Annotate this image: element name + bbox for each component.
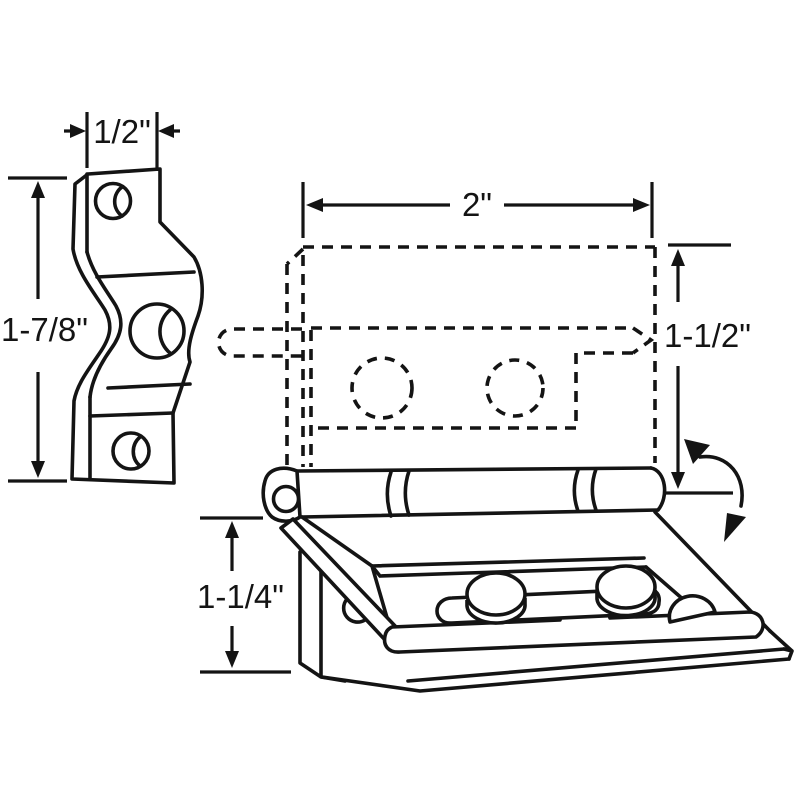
cap-lines xyxy=(8,176,67,483)
rivet-right-dome xyxy=(595,564,657,610)
arrowhead-down-icon xyxy=(225,651,239,668)
dimension-bracket-width: 1/2" xyxy=(64,112,180,168)
plate-plan-view-dashed xyxy=(216,245,657,467)
arrowhead-up-icon xyxy=(31,181,45,198)
pivot-hole xyxy=(271,484,301,514)
dim-label-plate-height: 1-1/2" xyxy=(664,317,751,354)
arrowhead-left-icon xyxy=(306,198,323,212)
arrowhead-up-icon xyxy=(225,521,239,538)
dimension-mount-height: 1-1/4" xyxy=(197,516,291,674)
barrel-bottom-edge xyxy=(300,508,660,519)
dim-label-mount-height: 1-1/4" xyxy=(197,578,284,615)
bracket-hole-top-depth-arc xyxy=(112,185,124,218)
bracket-thickness-curve xyxy=(85,250,123,399)
dimension-plate-width: 2" xyxy=(301,182,654,238)
bracket-hole-middle xyxy=(128,302,186,360)
bracket-hole-middle-depth-arc xyxy=(158,308,172,355)
arrowhead-up-icon xyxy=(671,249,685,266)
dimension-bracket-height: 1-7/8" xyxy=(1,176,88,483)
bar-pointed-tip xyxy=(631,326,655,355)
dim-label-plate-width: 2" xyxy=(462,186,492,223)
cap-lines xyxy=(666,243,733,495)
dim-label-bracket-height: 1-7/8" xyxy=(1,311,88,348)
rivet-left-dome xyxy=(465,571,527,617)
left-nub-arc xyxy=(341,597,367,624)
bracket-bend-line-lower xyxy=(106,382,192,390)
arrowhead-right-icon xyxy=(633,198,650,212)
pivot-knuckle xyxy=(261,466,302,523)
cap-lines xyxy=(200,516,291,674)
flap-bottom-outer-edge xyxy=(320,657,791,693)
dim-label-bracket-width: 1/2" xyxy=(93,113,151,150)
bracket-hole-top xyxy=(93,181,133,221)
leaf-left-edge xyxy=(300,515,374,568)
bar-end-tab xyxy=(216,327,302,358)
bar-hole-right xyxy=(485,358,545,418)
arrowhead-right-icon xyxy=(70,124,86,138)
barrel-knuckle-seam-left xyxy=(385,469,411,518)
bracket-outline xyxy=(70,167,204,485)
arrowhead-left-icon xyxy=(158,124,174,138)
extension-lines xyxy=(301,182,654,238)
bracket-bend-line-tab xyxy=(88,411,175,418)
barrel-top-edge xyxy=(295,466,653,473)
bracket-hole-bottom-depth-arc xyxy=(131,435,142,468)
rotation-arc xyxy=(698,454,744,508)
right-nub-dome xyxy=(667,594,717,624)
bar-hole-left xyxy=(350,356,414,420)
dimension-plate-height: 1-1/2" xyxy=(664,243,751,495)
arrowhead-down-icon xyxy=(671,472,685,489)
hinge-perspective-view xyxy=(261,466,794,693)
rotation-arrow xyxy=(684,439,746,542)
rotation-arrowhead-bottom-icon xyxy=(724,513,746,542)
bracket-hole-bottom xyxy=(111,431,151,471)
extension-lines xyxy=(85,112,159,168)
bar-step-edge xyxy=(574,351,633,427)
bracket-side-view xyxy=(70,167,204,485)
bracket-bend-line-upper xyxy=(95,270,196,279)
plate-corner-chamfer xyxy=(285,247,305,266)
flap-bottom-inner-edge xyxy=(406,647,786,683)
flap-bottom-right-corner xyxy=(768,629,794,661)
arrowhead-down-icon xyxy=(31,461,45,478)
barrel-end-cap xyxy=(649,466,667,512)
rotation-arrowhead-top-icon xyxy=(684,439,710,464)
barrel-knuckle-seam-right xyxy=(572,467,598,513)
